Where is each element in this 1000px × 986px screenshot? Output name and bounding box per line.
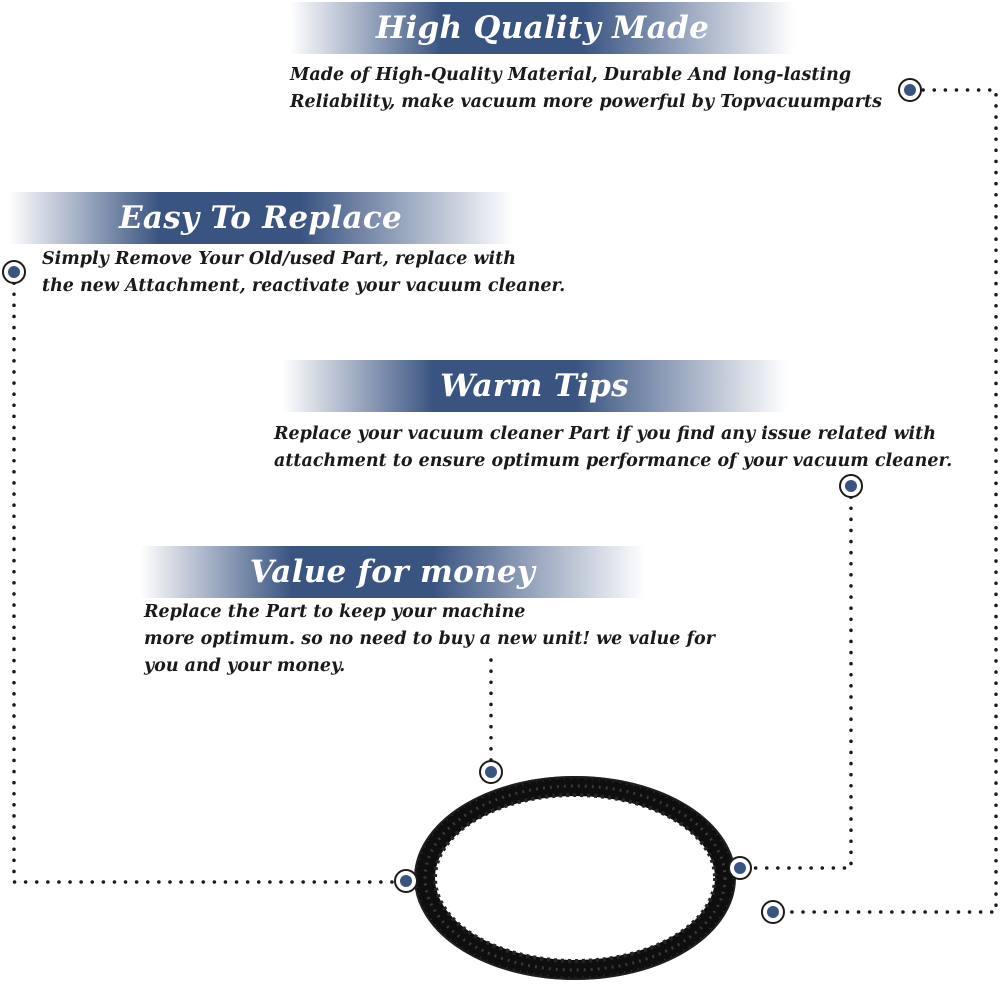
- banner-value-for-money: Value for money: [140, 546, 645, 598]
- marker-high-quality: [898, 78, 922, 102]
- connector-warm-tips: [738, 484, 853, 870]
- banner-title: Warm Tips: [440, 368, 629, 404]
- description-line: Simply Remove Your Old/used Part, replac…: [42, 249, 516, 269]
- description-easy-replace: Simply Remove Your Old/used Part, replac…: [42, 246, 565, 300]
- banner-title: High Quality Made: [375, 10, 710, 46]
- description-line: the new Attachment, reactivate your vacu…: [42, 276, 566, 296]
- connector-high-quality: [771, 88, 998, 914]
- marker-belt-left: [394, 869, 418, 893]
- description-warm-tips: Replace your vacuum cleaner Part if you …: [274, 421, 952, 475]
- description-line: Replace your vacuum cleaner Part if you …: [274, 424, 936, 444]
- drive-belt-icon: [414, 776, 736, 980]
- description-line: Reliability, make vacuum more powerful b…: [290, 92, 882, 112]
- connector-easy-replace: [12, 270, 408, 884]
- marker-belt-right: [728, 856, 752, 880]
- description-value-for-money: Replace the Part to keep your machine mo…: [144, 599, 715, 680]
- marker-belt-top: [479, 760, 503, 784]
- marker-warm-tips: [839, 474, 863, 498]
- banner-high-quality: High Quality Made: [290, 2, 795, 54]
- marker-belt-bottom-right: [761, 900, 785, 924]
- marker-easy-replace: [2, 260, 26, 284]
- banner-title: Easy To Replace: [118, 200, 403, 236]
- banner-title: Value for money: [249, 554, 536, 590]
- description-high-quality: Made of High-Quality Material, Durable A…: [290, 62, 882, 116]
- description-line: attachment to ensure optimum performance…: [274, 451, 953, 471]
- banner-easy-replace: Easy To Replace: [8, 192, 513, 244]
- description-line: Replace the Part to keep your machine: [144, 602, 526, 622]
- description-line: more optimum. so no need to buy a new un…: [144, 629, 715, 649]
- description-line: you and your money.: [144, 656, 346, 676]
- description-line: Made of High-Quality Material, Durable A…: [290, 65, 852, 85]
- banner-warm-tips: Warm Tips: [282, 360, 787, 412]
